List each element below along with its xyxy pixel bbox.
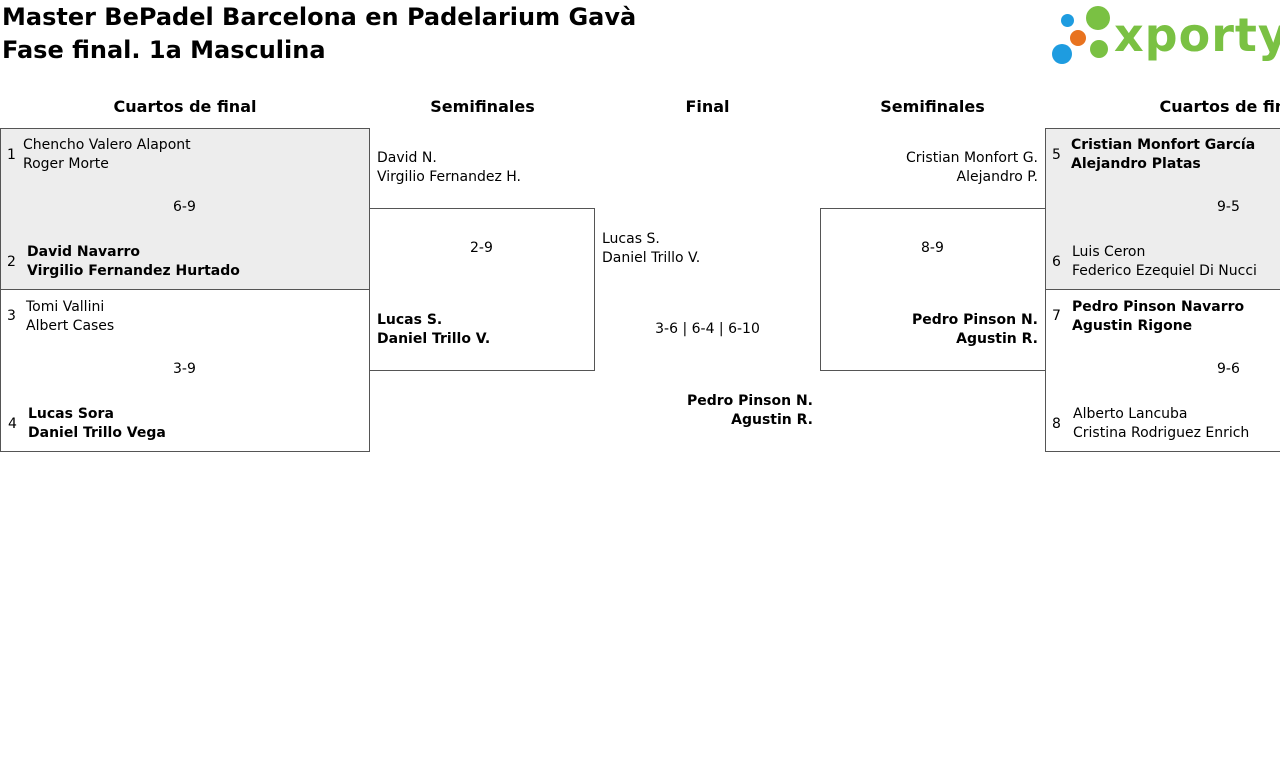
xporty-logo[interactable]: xporty <box>1052 6 1280 66</box>
round-header-sf-right: Semifinales <box>880 97 985 116</box>
team-sf2-b-winner: Pedro Pinson N. Agustin R. <box>830 311 1038 349</box>
team-qf1-b-winner: David Navarro Virgilio Fernandez Hurtado <box>27 243 240 281</box>
team-qf2-a: Tomi Vallini Albert Cases <box>26 298 114 336</box>
logo-dot-green-small <box>1090 40 1108 58</box>
logo-dot-orange <box>1070 30 1086 46</box>
player-name: Daniel Trillo Vega <box>28 425 166 441</box>
team-final-a: Lucas S. Daniel Trillo V. <box>602 230 700 268</box>
player-name: Lucas S. <box>377 312 443 328</box>
player-name: Cristina Rodriguez Enrich <box>1073 425 1250 441</box>
seed-number: 2 <box>7 254 16 270</box>
match-score: 9-5 <box>1217 199 1240 215</box>
team-sf1-a: David N. Virgilio Fernandez H. <box>377 149 521 187</box>
team-sf2-a: Cristian Monfort G. Alejandro P. <box>830 149 1038 187</box>
player-name: Daniel Trillo V. <box>602 250 701 266</box>
team-qf3-a-winner: Cristian Monfort García Alejandro Platas <box>1071 136 1255 174</box>
match-score: 3-9 <box>173 361 196 377</box>
team-qf1-a: Chencho Valero Alapont Roger Morte <box>23 136 191 174</box>
match-score: 6-9 <box>173 199 196 215</box>
player-name: Tomi Vallini <box>26 299 105 315</box>
seed-number: 8 <box>1052 416 1061 432</box>
match-score: 2-9 <box>470 240 493 256</box>
team-qf4-b: Alberto Lancuba Cristina Rodriguez Enric… <box>1073 405 1249 443</box>
round-header-qf-left: Cuartos de final <box>113 97 257 116</box>
logo-dot-green <box>1086 6 1110 30</box>
player-name: David Navarro <box>27 244 141 260</box>
match-qf-1[interactable] <box>0 128 370 290</box>
player-name: Alberto Lancuba <box>1073 406 1188 422</box>
player-name: Agustin Rigone <box>1072 318 1193 334</box>
seed-number: 6 <box>1052 254 1061 270</box>
player-name: Daniel Trillo V. <box>377 331 491 347</box>
match-score: 9-6 <box>1217 361 1240 377</box>
player-name: David N. <box>377 150 437 166</box>
player-name: Virgilio Fernandez H. <box>377 169 522 185</box>
logo-dot-blue <box>1061 14 1074 27</box>
player-name: Agustin R. <box>731 412 813 428</box>
player-name: Chencho Valero Alapont <box>23 137 191 153</box>
player-name: Cristian Monfort G. <box>905 150 1038 166</box>
team-qf3-b: Luis Ceron Federico Ezequiel Di Nucci <box>1072 243 1257 281</box>
seed-number: 7 <box>1052 308 1061 324</box>
player-name: Alejandro Platas <box>1071 156 1201 172</box>
match-sf-1[interactable] <box>369 208 595 371</box>
player-name: Pedro Pinson N. <box>911 312 1038 328</box>
player-name: Pedro Pinson Navarro <box>1072 299 1245 315</box>
round-header-qf-right: Cuartos de final <box>1159 97 1280 116</box>
final-score: 3-6 | 6-4 | 6-10 <box>655 321 760 337</box>
round-header-final: Final <box>685 97 730 116</box>
player-name: Cristian Monfort García <box>1071 137 1256 153</box>
round-header-sf-left: Semifinales <box>430 97 535 116</box>
team-sf1-b-winner: Lucas S. Daniel Trillo V. <box>377 311 490 349</box>
player-name: Roger Morte <box>23 156 109 172</box>
player-name: Lucas S. <box>602 231 660 247</box>
match-qf-4[interactable] <box>1045 289 1280 452</box>
player-name: Virgilio Fernandez Hurtado <box>27 263 240 279</box>
logo-dot-blue-large <box>1052 44 1072 64</box>
logo-text: xporty <box>1114 8 1280 62</box>
page-title: Master BePadel Barcelona en Padelarium G… <box>2 3 637 31</box>
team-qf4-a-winner: Pedro Pinson Navarro Agustin Rigone <box>1072 298 1244 336</box>
player-name: Lucas Sora <box>28 406 114 422</box>
seed-number: 5 <box>1052 147 1061 163</box>
seed-number: 3 <box>7 308 16 324</box>
match-qf-3[interactable] <box>1045 128 1280 290</box>
team-final-b-winner: Pedro Pinson N. Agustin R. <box>620 392 813 430</box>
player-name: Alejandro P. <box>956 169 1038 185</box>
player-name: Albert Cases <box>26 318 115 334</box>
player-name: Luis Ceron <box>1072 244 1146 260</box>
page-subtitle: Fase final. 1a Masculina <box>2 36 326 64</box>
seed-number: 4 <box>8 416 17 432</box>
player-name: Agustin R. <box>956 331 1038 347</box>
match-score: 8-9 <box>921 240 944 256</box>
team-qf2-b-winner: Lucas Sora Daniel Trillo Vega <box>28 405 166 443</box>
player-name: Pedro Pinson N. <box>686 393 813 409</box>
player-name: Federico Ezequiel Di Nucci <box>1072 263 1257 279</box>
seed-number: 1 <box>7 147 16 163</box>
